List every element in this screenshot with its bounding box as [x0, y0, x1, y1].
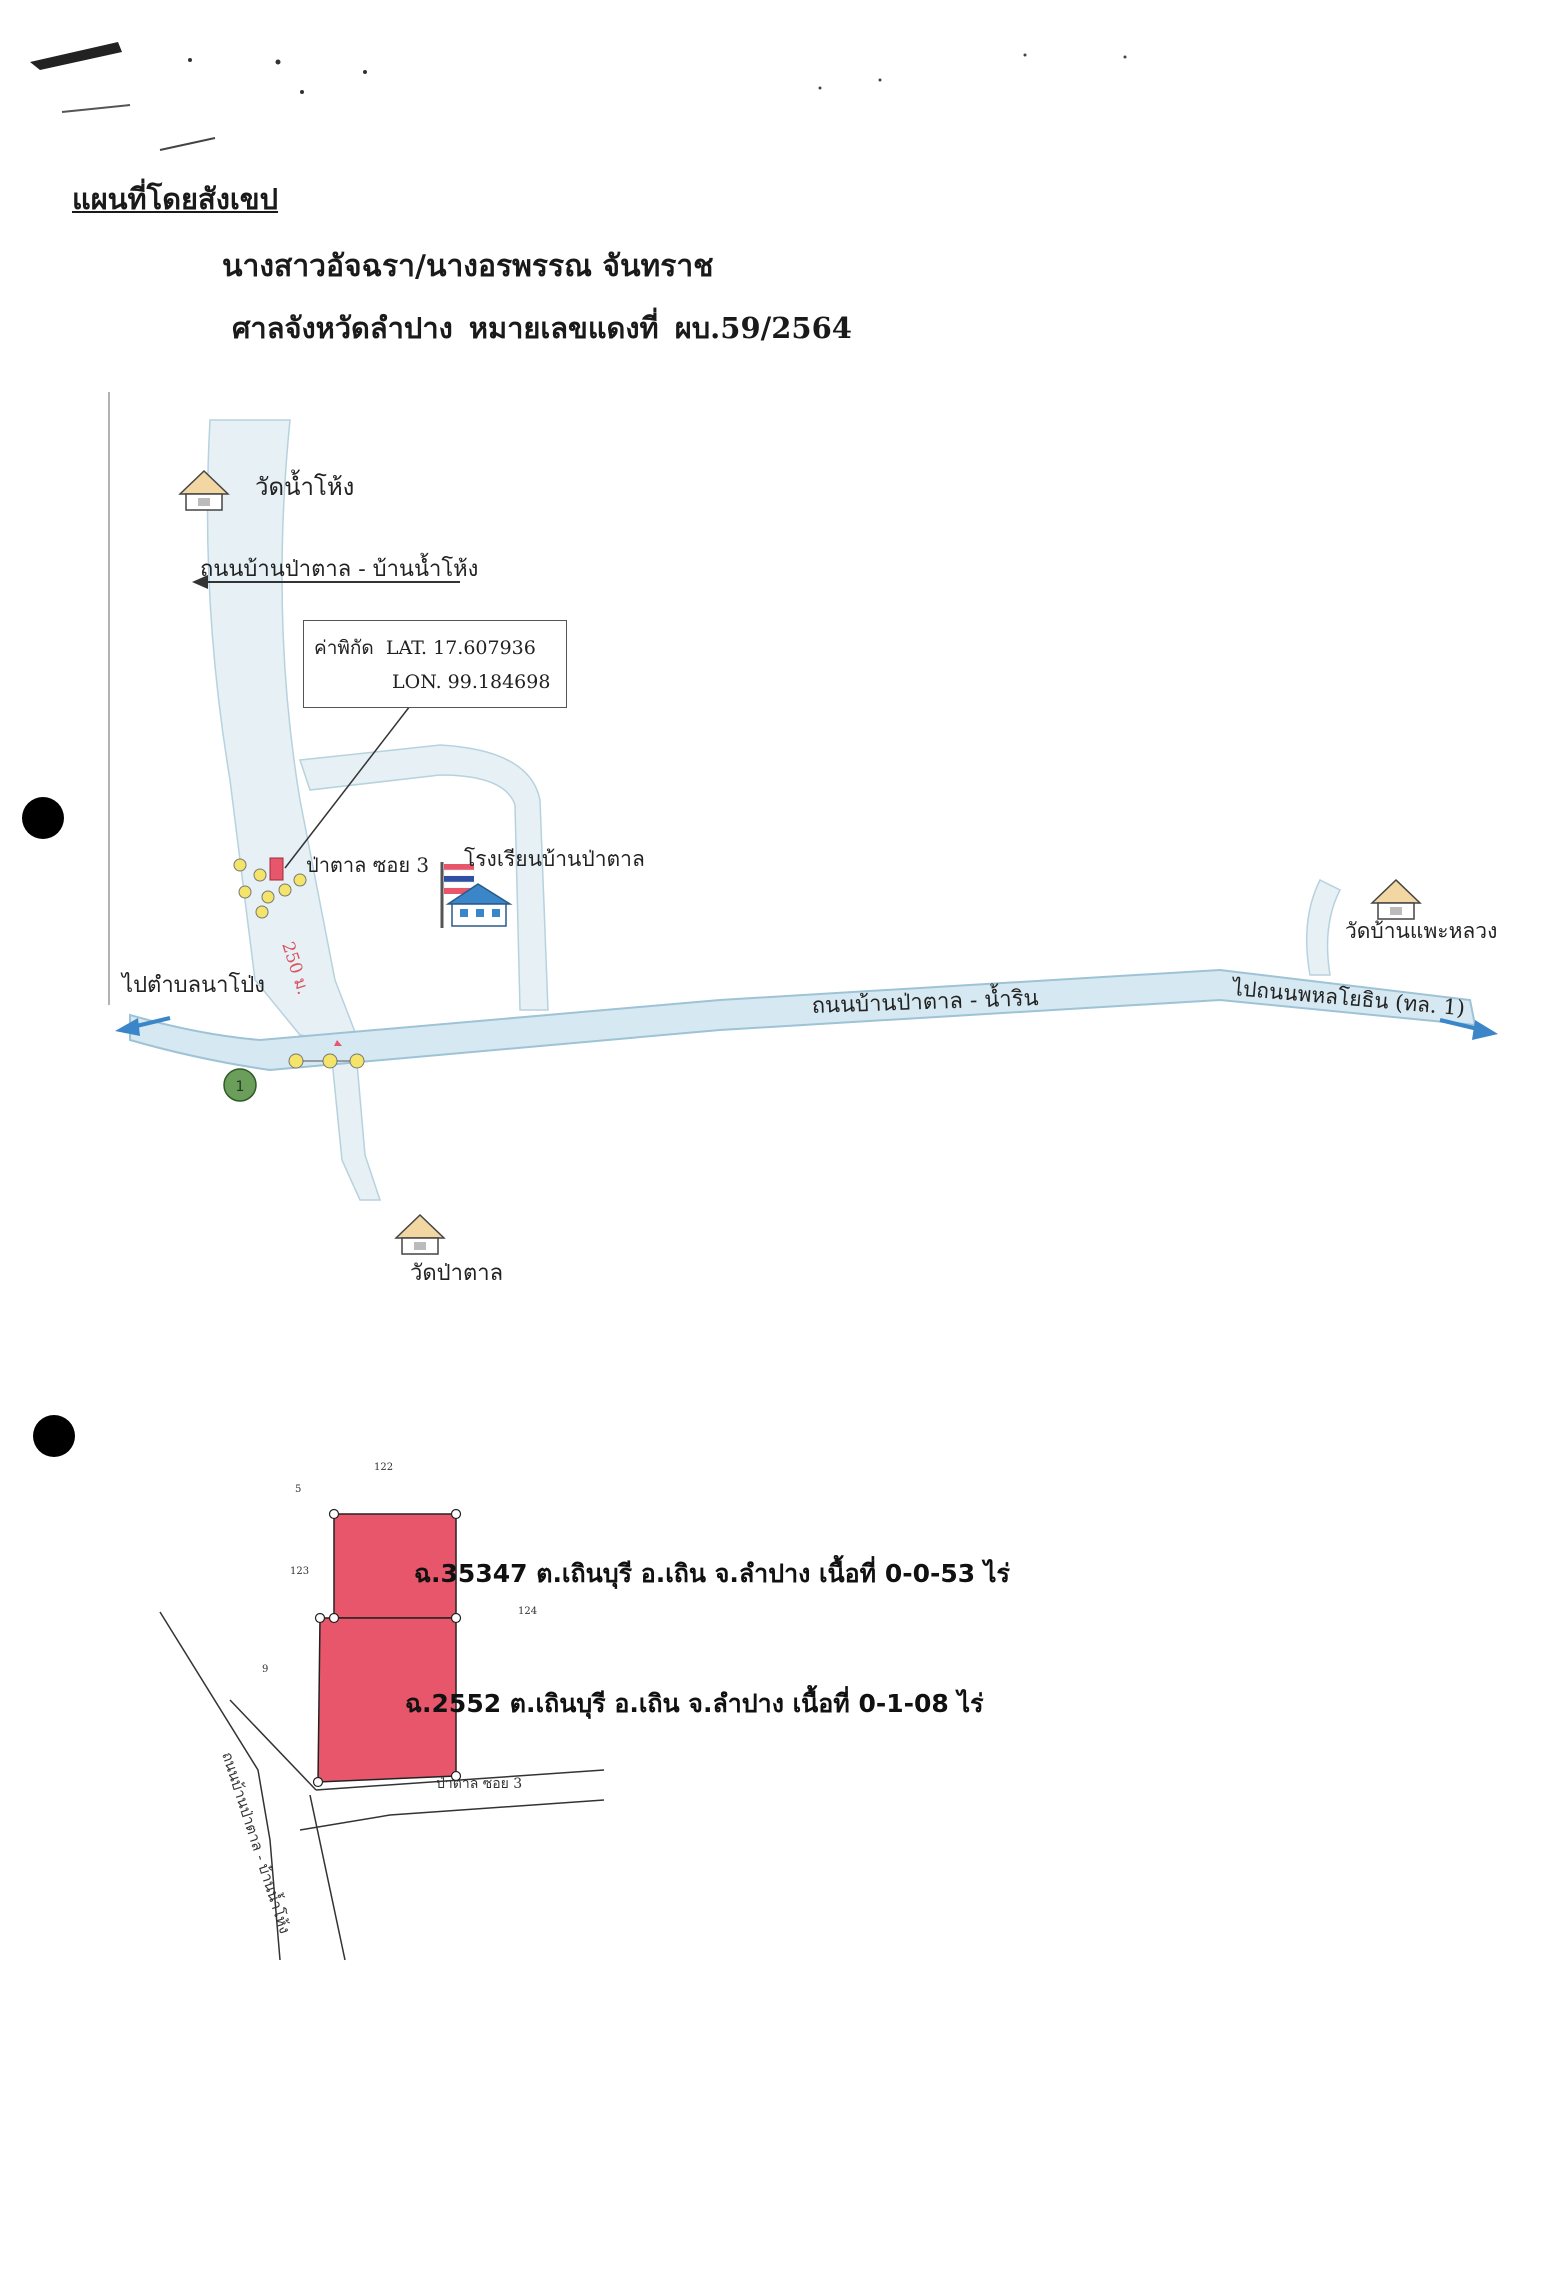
temple-icon: [1370, 878, 1422, 920]
latitude: LAT. 17.607936: [385, 637, 536, 659]
coordinate-leader: [284, 705, 411, 869]
neighbor-number: 122: [374, 1462, 393, 1473]
point-marker-icon: [223, 1068, 257, 1102]
document-title: แผนที่โดยสังเขป: [72, 182, 279, 216]
parcel-1: [333, 1513, 457, 1619]
neighbor-number: 124: [518, 1606, 537, 1617]
arrow-west-icon: [115, 1016, 171, 1036]
temple-label: วัดบ้านแพะหลวง: [1345, 919, 1497, 943]
neighbor-number: 123: [290, 1566, 309, 1577]
owner-names: นางสาวอัจฉรา/นางอรพรรณ จันทราช: [222, 249, 714, 284]
road-edge: [315, 1769, 605, 1791]
neighbor-number: 9: [262, 1664, 268, 1675]
road-edge: [299, 1799, 605, 1831]
temple-icon: [394, 1213, 446, 1255]
parcel-2-label: ฉ.2552 ต.เถินบุรี อ.เถิน จ.ลำปาง เนื้อที…: [405, 1684, 984, 1720]
boundary-pegs: [312, 1508, 462, 1788]
soi-label: ป่าตาล ซอย 3: [436, 1776, 522, 1792]
temple-icon: [178, 469, 230, 511]
landmark-dots: [233, 858, 365, 1069]
school-label: โรงเรียนบ้านป่าตาล: [464, 847, 645, 871]
punch-hole: [33, 1415, 75, 1457]
longitude: LON. 99.184698: [392, 671, 551, 693]
arrow-left-icon: [192, 575, 460, 589]
court-case: ศาลจังหวัดลำปาง หมายเลขแดงที่ ผบ.59/2564: [232, 311, 852, 345]
road-edge: [159, 1611, 281, 1961]
arrow-east-icon: [1439, 1018, 1498, 1040]
road-label: ถนนบ้านป่าตาล - บ้านน้ำโห้ง: [218, 1749, 296, 1936]
parcel-1-label: ฉ.35347 ต.เถินบุรี อ.เถิน จ.ลำปาง เนื้อท…: [414, 1554, 1010, 1590]
site-marker-icon: [269, 857, 284, 881]
road-edge: [229, 1699, 317, 1791]
road-east-temple: [1305, 878, 1342, 976]
punch-hole: [22, 797, 64, 839]
school-icon: [440, 862, 513, 928]
coordinate-box: ค่าพิกัด LAT. 17.607936 LON. 99.184698: [303, 620, 567, 708]
soi-label: ป่าตาล ซอย 3: [306, 853, 429, 877]
road-label: ถนนบ้านป่าตาล - บ้านน้ำโห้ง: [200, 553, 478, 582]
neighbor-number: 5: [295, 1484, 301, 1495]
direction-label: ไปตำบลนาโป่ง: [120, 972, 265, 998]
road-edge: [309, 1794, 346, 1961]
temple-label: วัดน้ำโห้ง: [255, 469, 354, 501]
coordinate-label: ค่าพิกัด: [314, 637, 374, 659]
road-school: [298, 744, 549, 1011]
temple-label: วัดป่าตาล: [410, 1261, 503, 1286]
point-marker-number: 1: [236, 1079, 245, 1095]
junction-marker-icon: [334, 1040, 342, 1046]
